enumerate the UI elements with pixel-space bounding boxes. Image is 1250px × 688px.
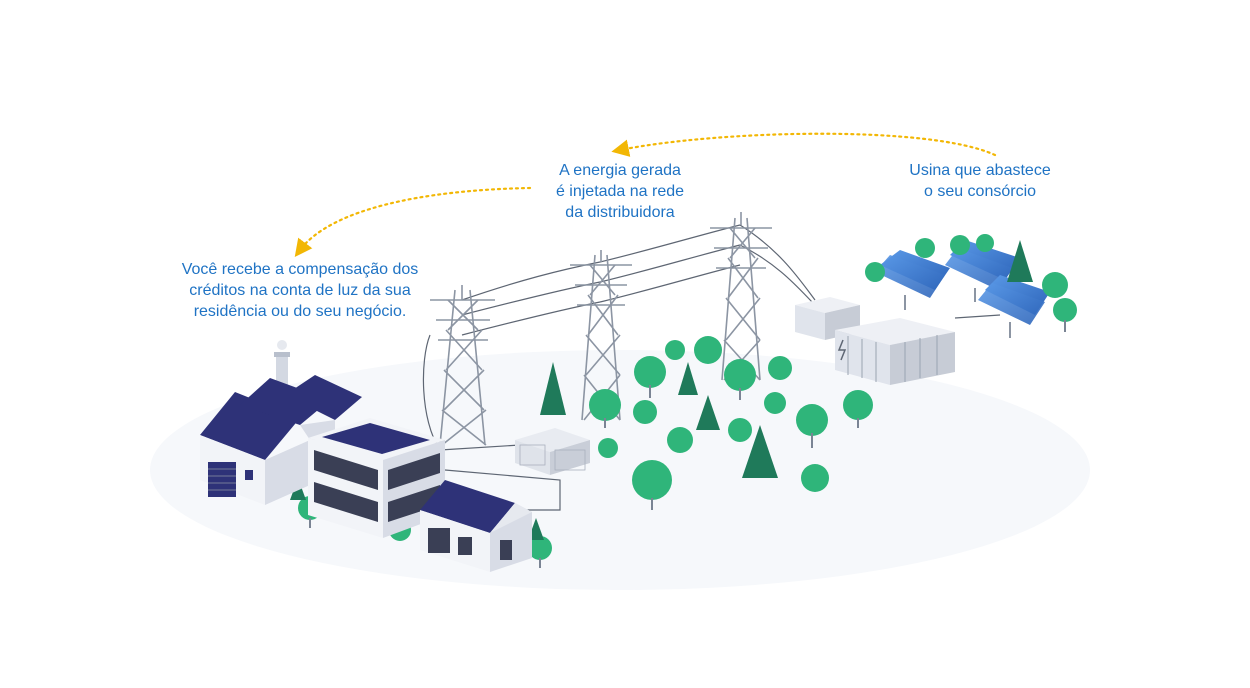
caption-customer-credit: Você recebe a compensação dos créditos n… — [150, 259, 450, 322]
battery-storage — [795, 297, 955, 385]
caption-plant-line-2: o seu consórcio — [923, 183, 1037, 200]
caption-grid-injection: A energia gerada é injetada na rede da d… — [520, 160, 720, 223]
arrow-plant-to-grid — [611, 132, 997, 157]
caption-grid-line-1: A energia gerada — [559, 162, 681, 179]
tower-left — [430, 285, 495, 446]
factory — [200, 340, 362, 505]
caption-customer-line-2: créditos na conta de luz da sua — [189, 282, 411, 299]
solar-panel-3 — [978, 275, 1050, 338]
caption-customer-line-1: Você recebe a compensação dos — [181, 261, 419, 278]
solar-panel-1 — [875, 250, 950, 310]
caption-customer-line-3: residência ou do seu negócio. — [193, 303, 407, 320]
house — [420, 480, 532, 572]
flow-arrows — [294, 132, 997, 258]
trees — [298, 234, 1077, 568]
pine-trees — [290, 240, 1033, 540]
caption-power-plant: Usina que abastece o seu consórcio — [885, 160, 1075, 202]
caption-plant-line-1: Usina que abastece — [909, 162, 1051, 179]
caption-grid-line-3: da distribuidora — [565, 204, 675, 221]
arrow-grid-to-customer — [294, 186, 532, 258]
office-building — [308, 418, 445, 538]
substation — [515, 428, 590, 475]
caption-grid-line-2: é injetada na rede — [555, 183, 685, 200]
